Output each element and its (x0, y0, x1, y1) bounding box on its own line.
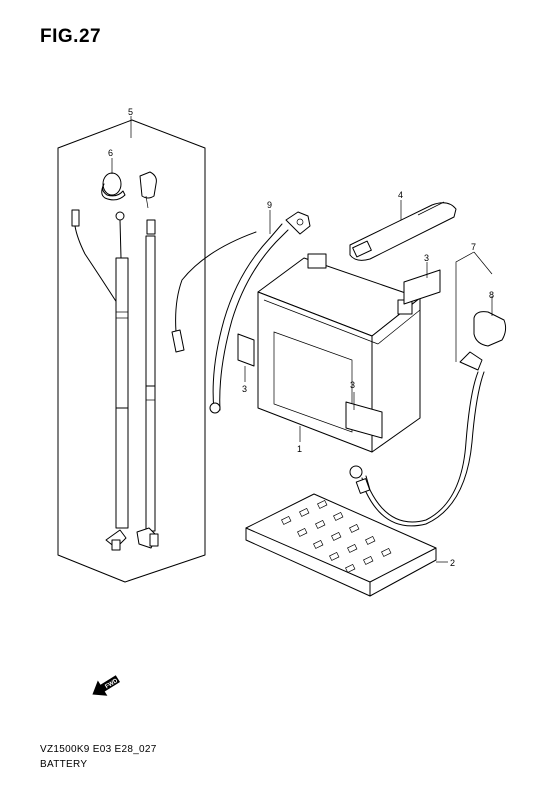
callout-3-upper[interactable]: 3 (424, 253, 429, 263)
callout-9[interactable]: 9 (267, 200, 272, 210)
callout-8[interactable]: 8 (489, 290, 494, 300)
cushion-pad-left[interactable] (237, 333, 255, 367)
leader-lines (111, 116, 493, 563)
terminal-cover[interactable] (473, 311, 507, 347)
callout-2[interactable]: 2 (450, 558, 455, 568)
figure-title: FIG.27 (40, 26, 102, 47)
negative-cable[interactable] (349, 351, 485, 527)
callout-7[interactable]: 7 (471, 242, 476, 252)
harness-wire-right[interactable] (136, 219, 159, 549)
callout-3-left[interactable]: 3 (242, 384, 247, 394)
model-code: VZ1500K9 E03 E28_027 (40, 744, 157, 755)
callout-5[interactable]: 5 (128, 107, 133, 117)
callout-labels: 1 2 3 3 3 4 5 6 7 8 9 (108, 107, 494, 568)
callout-3-right[interactable]: 3 (350, 380, 355, 390)
battery-strap[interactable] (349, 201, 457, 261)
battery[interactable] (257, 253, 421, 453)
harness-wire-left[interactable] (71, 209, 129, 551)
callout-6[interactable]: 6 (108, 148, 113, 158)
cushion-pad-upper[interactable] (403, 269, 441, 305)
callout-4[interactable]: 4 (398, 190, 403, 200)
fwd-direction-arrow: FWD (92, 675, 120, 696)
callout-1[interactable]: 1 (297, 444, 302, 454)
battery-cable[interactable] (171, 211, 311, 414)
battery-tray[interactable] (245, 493, 437, 597)
section-name: BATTERY (40, 759, 88, 770)
terminal-cap[interactable] (101, 171, 157, 209)
harness-kit-group (57, 119, 206, 583)
